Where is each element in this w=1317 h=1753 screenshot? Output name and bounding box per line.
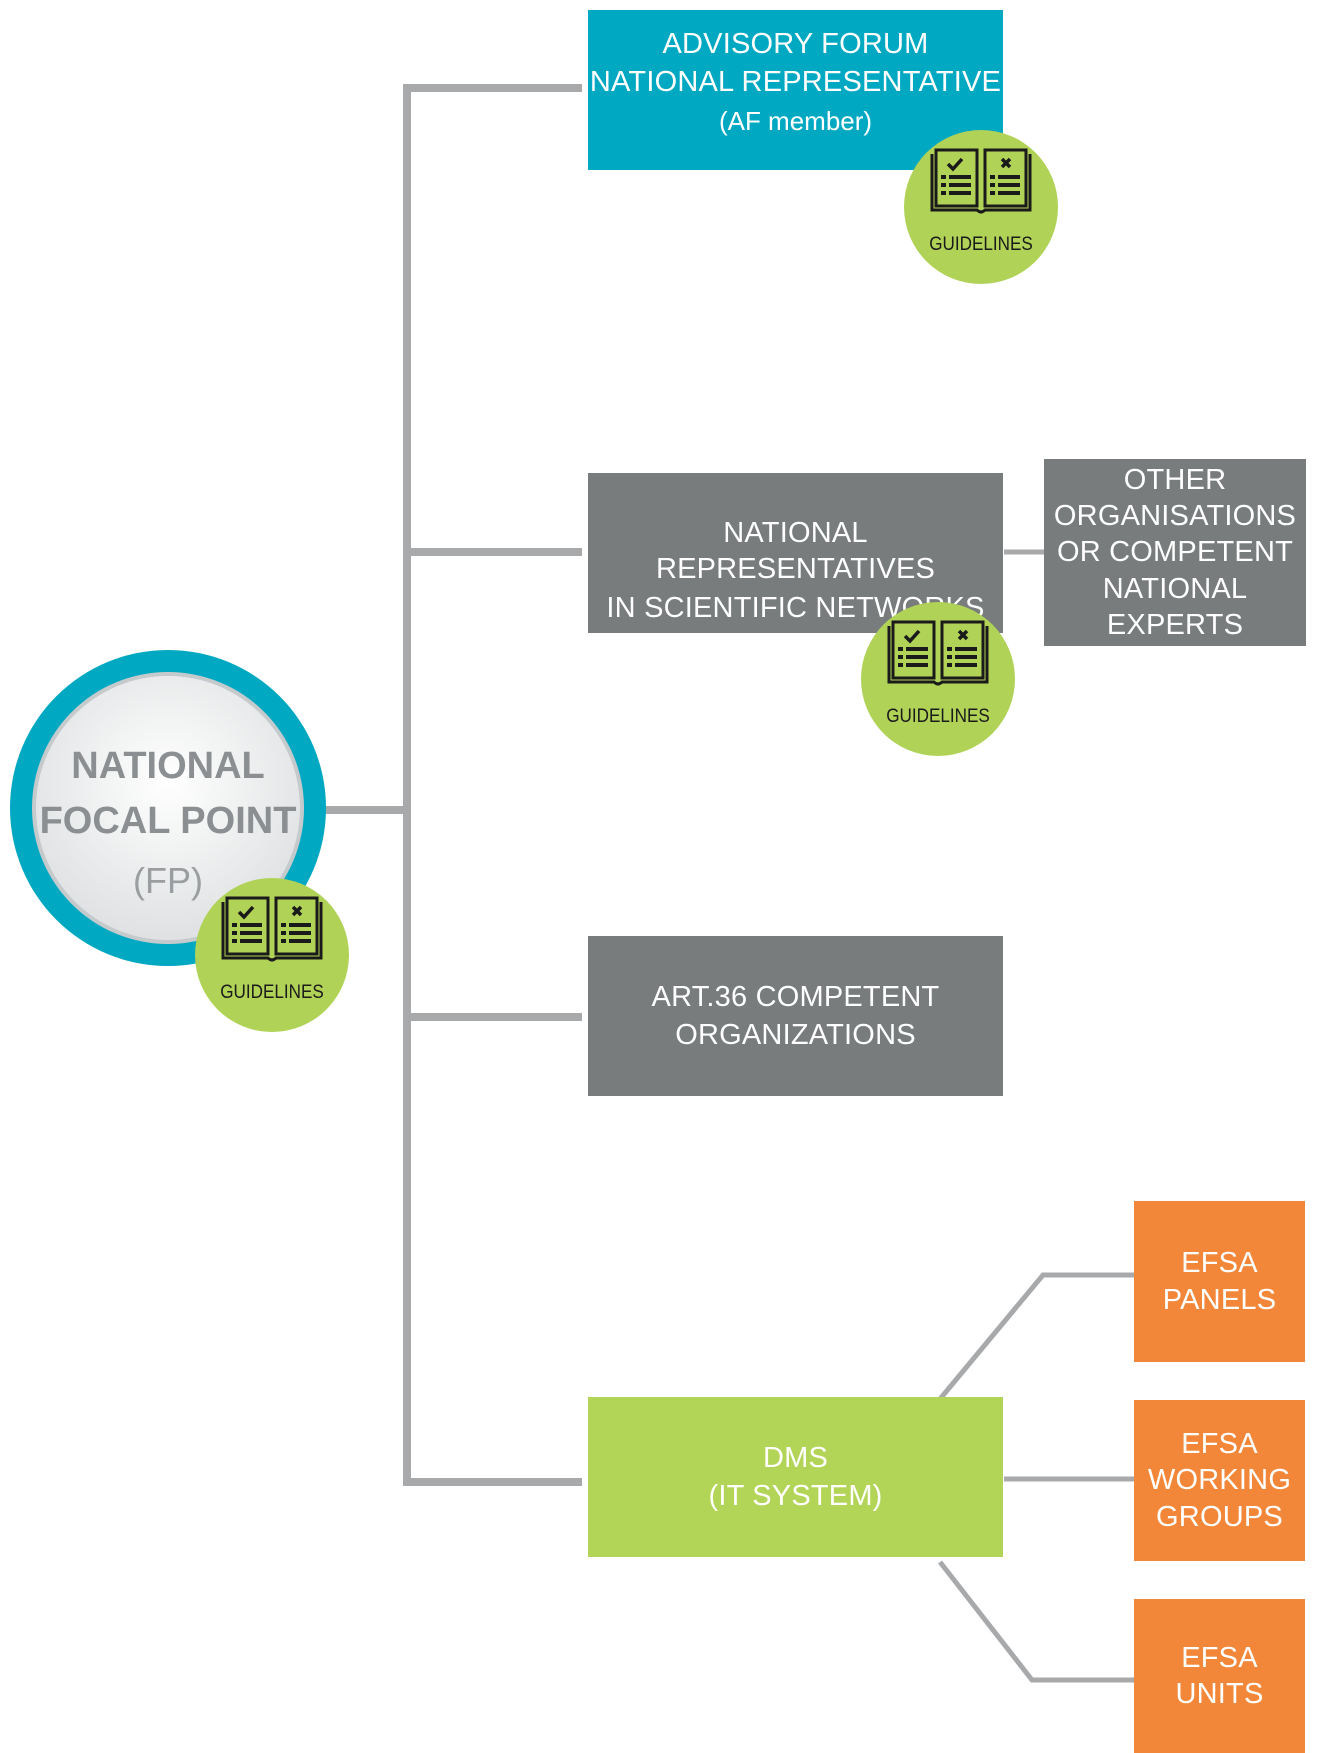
efsa-units-line1: EFSA — [1181, 1641, 1258, 1674]
efsa-working-groups-line1: EFSA — [1181, 1428, 1258, 1461]
efsa-units-box: EFSA UNITS — [1134, 1599, 1305, 1753]
other-organisations-line1: OTHER — [1123, 463, 1227, 496]
dms-line1: DMS — [762, 1441, 829, 1474]
efsa-working-groups-box: EFSA WORKING GROUPS — [1134, 1400, 1305, 1561]
guidelines-book-icon — [887, 620, 989, 686]
scientific-networks-line1: NATIONAL REPRESENTATIVES — [655, 517, 936, 586]
focal-point-line1: NATIONAL — [71, 745, 265, 787]
art36-box: ART.36 COMPETENT ORGANIZATIONS — [588, 936, 1003, 1096]
efsa-panels-line2: PANELS — [1162, 1283, 1277, 1316]
guidelines-label: GUIDELINES — [886, 706, 990, 727]
guidelines-book-icon — [221, 896, 323, 962]
dms-panels-connector — [938, 1272, 1135, 1401]
focal-point-line2: FOCAL POINT — [39, 800, 297, 842]
dms-units-connector — [938, 1560, 1135, 1683]
dms-box: DMS (IT SYSTEM) — [588, 1397, 1003, 1557]
efsa-panels-line1: EFSA — [1181, 1247, 1258, 1280]
advisory-forum-line2: NATIONAL REPRESENTATIVE — [589, 66, 1002, 99]
other-organisations-line2: ORGANISATIONS — [1053, 500, 1297, 533]
advisory-forum-box: ADVISORY FORUM NATIONAL REPRESENTATIVE (… — [588, 10, 1003, 170]
art36-line1: ART.36 COMPETENT — [651, 980, 940, 1013]
efsa-working-groups-line2: WORKING — [1147, 1464, 1292, 1497]
advisory-forum-line3: (AF member) — [718, 105, 873, 136]
guidelines-badge-scientific-networks: GUIDELINES — [861, 602, 1015, 756]
art36-line2: ORGANIZATIONS — [675, 1019, 916, 1051]
dms-line2: (IT SYSTEM) — [708, 1480, 883, 1512]
other-organisations-line3: OR COMPETENT — [1056, 536, 1293, 569]
guidelines-badge-focal-point: GUIDELINES — [195, 878, 349, 1032]
focal-point-line3: (FP) — [133, 860, 203, 901]
efsa-working-groups-line3: GROUPS — [1156, 1500, 1283, 1533]
other-organisations-line4: NATIONAL EXPERTS — [1102, 572, 1248, 641]
other-organisations-box: OTHER ORGANISATIONS OR COMPETENT NATIONA… — [1044, 459, 1306, 646]
guidelines-badge-advisory-forum: GUIDELINES — [904, 130, 1058, 284]
guidelines-label: GUIDELINES — [929, 234, 1033, 255]
focal-point-circle — [10, 650, 326, 966]
efsa-panels-box: EFSA PANELS — [1134, 1201, 1305, 1362]
guidelines-book-icon — [930, 148, 1032, 214]
guidelines-label: GUIDELINES — [220, 982, 324, 1003]
advisory-forum-line1: ADVISORY FORUM — [662, 28, 929, 60]
efsa-units-line2: UNITS — [1175, 1678, 1264, 1710]
